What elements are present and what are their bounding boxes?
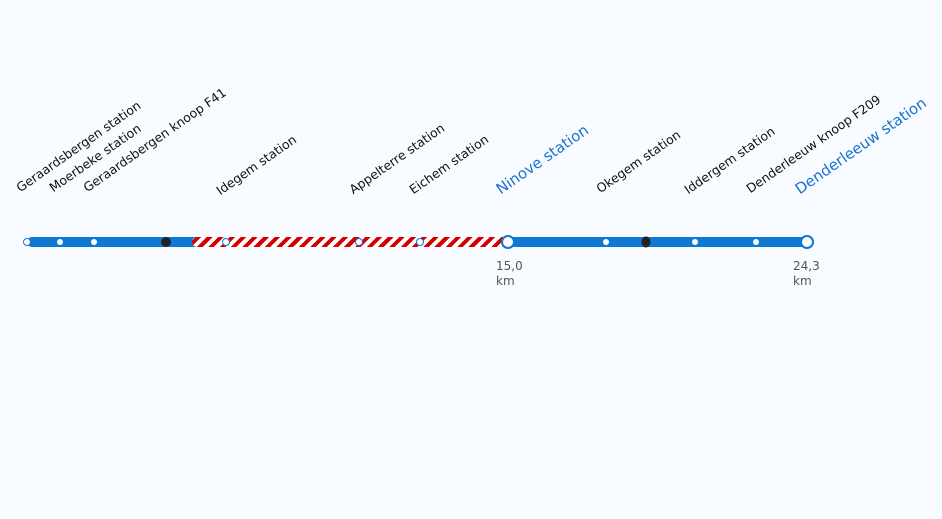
stop-label[interactable]: Idegem station <box>213 131 300 198</box>
stop-marker-geraardsbergen[interactable] <box>23 238 31 246</box>
junction-marker[interactable] <box>641 236 651 248</box>
distance-value: 24,3 <box>793 259 820 273</box>
distance-marker: 15,0 km <box>496 259 523 289</box>
stop-marker-geraardsbergen-knoop[interactable] <box>91 239 97 245</box>
stop-label[interactable]: Geraardsbergen station <box>13 97 144 195</box>
stop-marker-eichem[interactable] <box>416 238 424 246</box>
route-segment-disrupted[interactable] <box>192 237 508 247</box>
stop-marker-moerbeke[interactable] <box>57 239 63 245</box>
stop-marker-okegem[interactable] <box>603 239 609 245</box>
distance-unit: km <box>793 274 812 288</box>
distance-marker: 24,3 km <box>793 259 820 289</box>
junction-marker[interactable] <box>161 237 171 247</box>
stop-label-major[interactable]: Ninove station <box>492 120 592 198</box>
stop-marker-denderleeuw-knoop[interactable] <box>753 239 759 245</box>
distance-value: 15,0 <box>496 259 523 273</box>
stop-marker-denderleeuw[interactable] <box>800 235 814 249</box>
stop-label[interactable]: Appelterre station <box>346 120 448 197</box>
stop-label[interactable]: Okegem station <box>593 126 684 196</box>
stop-marker-ninove[interactable] <box>501 235 515 249</box>
stop-label[interactable]: Geraardsbergen knoop F41 <box>80 84 229 195</box>
stop-marker-iddergem[interactable] <box>692 239 698 245</box>
stop-marker-idegem[interactable] <box>222 238 230 246</box>
distance-unit: km <box>496 274 515 288</box>
stop-marker-appelterre[interactable] <box>355 238 363 246</box>
